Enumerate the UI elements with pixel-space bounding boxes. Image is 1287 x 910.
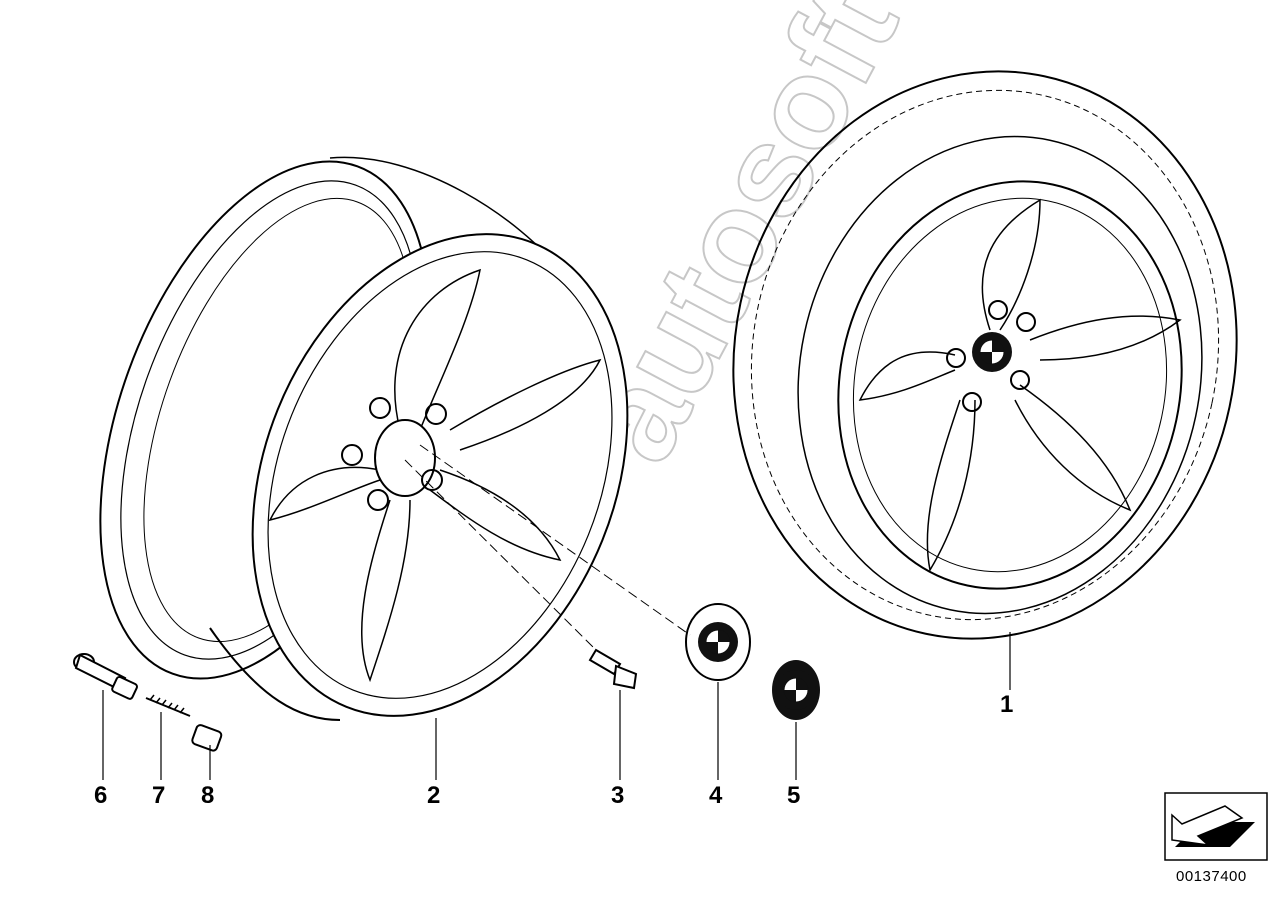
callout-8: 8	[201, 782, 215, 809]
valve-insert-drawing	[145, 694, 191, 717]
rim-drawing	[99, 156, 629, 721]
callout-3: 3	[611, 782, 625, 809]
valve-cap-drawing	[191, 724, 223, 752]
callout-1: 1	[1000, 691, 1014, 718]
leader-lines	[102, 632, 1011, 780]
reference-box	[1164, 792, 1268, 861]
reference-number: 00137400	[1176, 868, 1247, 885]
wheel-bolt-drawing	[588, 648, 638, 690]
callout-6: 6	[94, 782, 108, 809]
callout-5: 5	[787, 782, 801, 809]
tire-valve-drawing	[73, 653, 138, 700]
callout-2: 2	[427, 782, 441, 809]
assembly-lines	[404, 444, 691, 651]
wheel-tire-drawing	[732, 70, 1238, 640]
emblem-drawing	[772, 660, 820, 720]
hub-cap-drawing	[685, 603, 751, 681]
callout-4: 4	[709, 782, 723, 809]
callout-7: 7	[152, 782, 166, 809]
